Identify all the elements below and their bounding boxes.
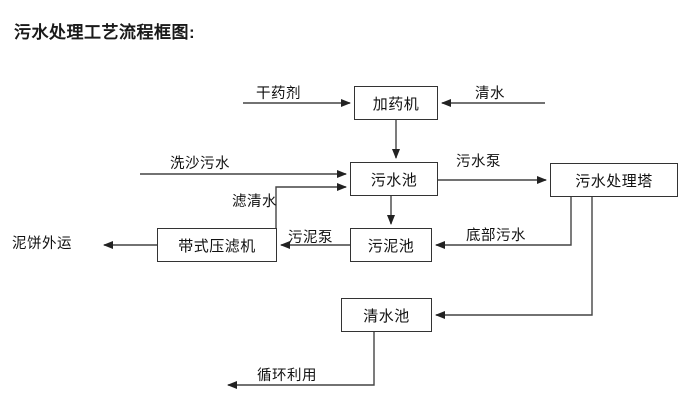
node-dosing-machine[interactable]: 加药机 — [354, 86, 438, 120]
connector-tower-to-sludge-pool — [435, 197, 572, 249]
edge-label-wastewater-pump: 污水泵 — [456, 154, 501, 170]
edge-label-filtered-clear-water: 滤清水 — [232, 194, 277, 210]
edge-label-bottom-wastewater: 底部污水 — [466, 228, 526, 244]
node-label: 污水池 — [370, 171, 418, 189]
edge-label-dry-chemical: 干药剂 — [256, 86, 301, 102]
edge-label-sludge-pump: 污泥泵 — [288, 230, 333, 246]
connector-tower-to-clean-water-pool — [435, 197, 593, 319]
node-sludge-pool[interactable]: 污泥池 — [350, 228, 432, 262]
edge-label-recycle-reuse: 循环利用 — [257, 368, 317, 384]
page-title: 污水处理工艺流程框图: — [14, 23, 196, 42]
node-label: 带式压滤机 — [178, 237, 256, 255]
edge-label-clean-water-in: 清水 — [475, 86, 505, 102]
node-label: 清水池 — [363, 307, 410, 325]
node-wastewater-pool[interactable]: 污水池 — [350, 162, 438, 196]
connector-press-to-wastewater-pool — [275, 183, 347, 228]
edge-label-sand-wash-wastewater: 洗沙污水 — [170, 156, 230, 172]
node-label: 加药机 — [372, 95, 420, 113]
node-belt-filter-press[interactable]: 带式压滤机 — [157, 228, 277, 262]
node-label: 污水处理塔 — [575, 172, 653, 190]
terminal-label-mud-cake-out: 泥饼外运 — [12, 236, 72, 252]
node-label: 污泥池 — [367, 237, 415, 255]
node-clean-water-pool[interactable]: 清水池 — [341, 298, 432, 332]
node-treatment-tower[interactable]: 污水处理塔 — [550, 163, 678, 197]
connector-clean-water-pool-to-reuse — [227, 332, 375, 389]
